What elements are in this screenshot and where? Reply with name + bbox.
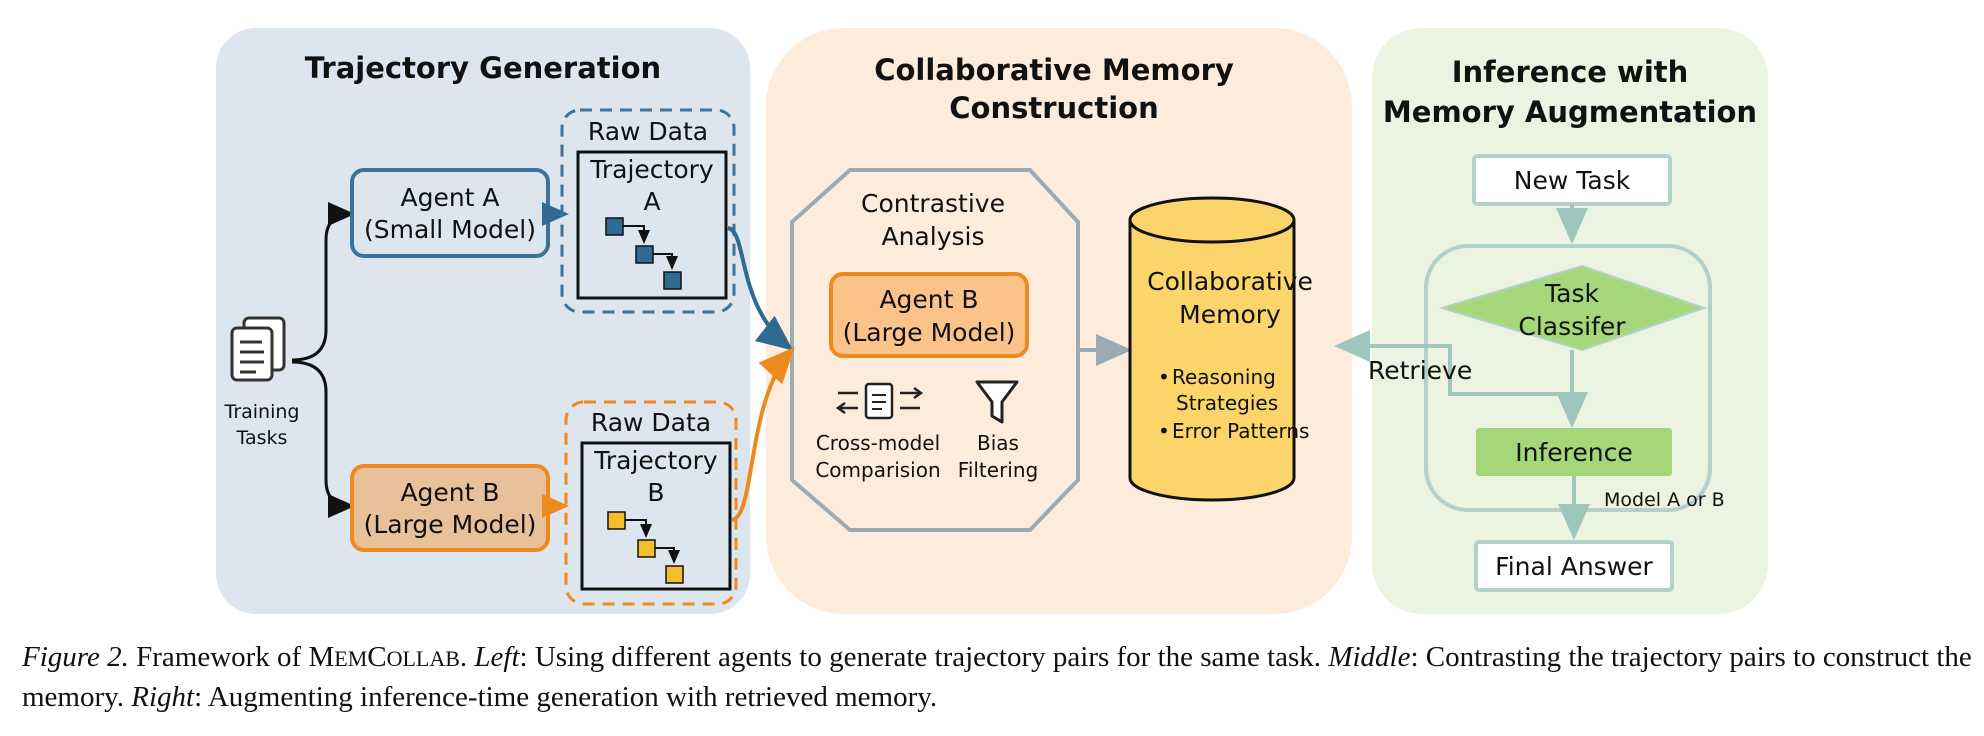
contrastive-label-line1: Contrastive (861, 189, 1005, 218)
cross-model-label-line1: Cross-model (816, 431, 940, 455)
right-panel-title-line1: Inference with (1452, 55, 1689, 89)
left-panel-title: Trajectory Generation (305, 51, 661, 85)
memory-title-line2: Memory (1179, 300, 1281, 329)
inference-label: Inference (1515, 438, 1632, 467)
final-answer-box (1474, 540, 1674, 592)
memory-cylinder (1128, 196, 1296, 502)
raw-data-b-label: Raw Data (591, 408, 711, 437)
agent-b-label-line1: Agent B (400, 478, 499, 507)
compare-icon (835, 382, 924, 420)
memory-bullet-1-line1: Reasoning (1172, 365, 1276, 389)
memory-bullet-1-marker: • (1158, 365, 1170, 389)
trajectory-a-box (576, 150, 728, 300)
new-task-label: New Task (1514, 166, 1631, 195)
trajectory-b-label-line1: Trajectory (593, 446, 718, 475)
caption-left-label: Left (474, 641, 520, 673)
classifier-label-line2: Classifer (1518, 312, 1626, 341)
caption-right-text: : Augmenting inference-time generation w… (194, 681, 938, 713)
training-tasks-label-line1: Training (224, 401, 300, 423)
figure-caption: Figure 2. Framework of MEMCOLLAB. Left: … (22, 641, 1972, 713)
document-icon (230, 316, 286, 382)
caption-middle-text: : Contrasting the trajectory pairs to co… (22, 641, 1972, 713)
task-classifier-diamond (1438, 264, 1708, 352)
raw-data-a-container (560, 108, 736, 314)
trajectory-a-label-line2: A (643, 187, 660, 216)
agent-a-label-line2: (Small Model) (364, 215, 536, 244)
trajectory-a-label-line1: Trajectory (589, 155, 714, 184)
cross-model-label-line2: Comparision (815, 458, 940, 482)
framework-diagram: Trajectory Generation Training Tasks Age… (216, 28, 1768, 614)
caption-name-c: C (367, 641, 387, 673)
raw-data-b-container (564, 400, 738, 606)
middle-panel-title-line2: Construction (949, 91, 1159, 125)
caption-name-em: EM (334, 646, 368, 671)
caption-name-m: M (308, 641, 335, 673)
classifier-label-line1: Task (1544, 279, 1599, 308)
memory-bullet-2-line1: Error Patterns (1172, 419, 1309, 443)
panel-memory-construction: Collaborative Memory Construction Contra… (766, 28, 1352, 614)
trajectory-b-box (580, 441, 732, 591)
trajectory-b-to-contrastive (731, 347, 795, 522)
trajectory-b-steps (607, 511, 684, 584)
caption-method-name: MEMCOLLAB (308, 641, 459, 673)
raw-data-a-label: Raw Data (588, 117, 708, 146)
retrieve-label: Retrieve (1368, 356, 1472, 385)
arrow-to-agent-a (291, 202, 355, 362)
memory-title-line1: Collaborative (1147, 267, 1313, 296)
panel-inference: Inference with Memory Augmentation New T… (1334, 28, 1768, 614)
bias-label-line1: Bias (977, 431, 1019, 455)
agent-b-label-line2: (Large Model) (364, 510, 537, 539)
middle-agent-b-line1: Agent B (879, 285, 978, 314)
middle-agent-b-box (829, 272, 1029, 358)
trajectory-a-steps (605, 217, 682, 290)
retrieve-arrow (1334, 330, 1574, 396)
middle-panel-title-line1: Collaborative Memory (874, 53, 1234, 87)
bias-label-line2: Filtering (958, 458, 1038, 482)
caption-framework-of: Framework of (136, 641, 302, 673)
panel-trajectory-generation: Trajectory Generation Training Tasks Age… (216, 28, 750, 614)
trajectory-a-to-contrastive (727, 226, 794, 351)
middle-agent-b-line2: (Large Model) (843, 318, 1016, 347)
caption-prefix: Figure 2. (22, 641, 129, 673)
caption-right-label: Right (131, 681, 195, 713)
inference-box (1476, 428, 1672, 476)
final-answer-label: Final Answer (1495, 552, 1653, 581)
memory-bullet-1-line2: Strategies (1176, 391, 1278, 415)
agent-a-label-line1: Agent A (400, 183, 499, 212)
caption-name-ollab: OLLAB (386, 646, 460, 671)
caption-left-text: : Using different agents to generate tra… (519, 641, 1322, 673)
arrow-to-agent-b (291, 360, 355, 518)
trajectory-b-label-line2: B (647, 478, 664, 507)
memory-bullet-2-marker: • (1158, 419, 1170, 443)
funnel-icon (975, 380, 1019, 424)
model-a-or-b-label: Model A or B (1604, 489, 1725, 511)
training-tasks-label-line2: Tasks (236, 427, 288, 449)
right-panel-title-line2: Memory Augmentation (1383, 95, 1757, 129)
caption-middle-label: Middle (1328, 641, 1411, 673)
contrastive-label-line2: Analysis (881, 222, 984, 251)
